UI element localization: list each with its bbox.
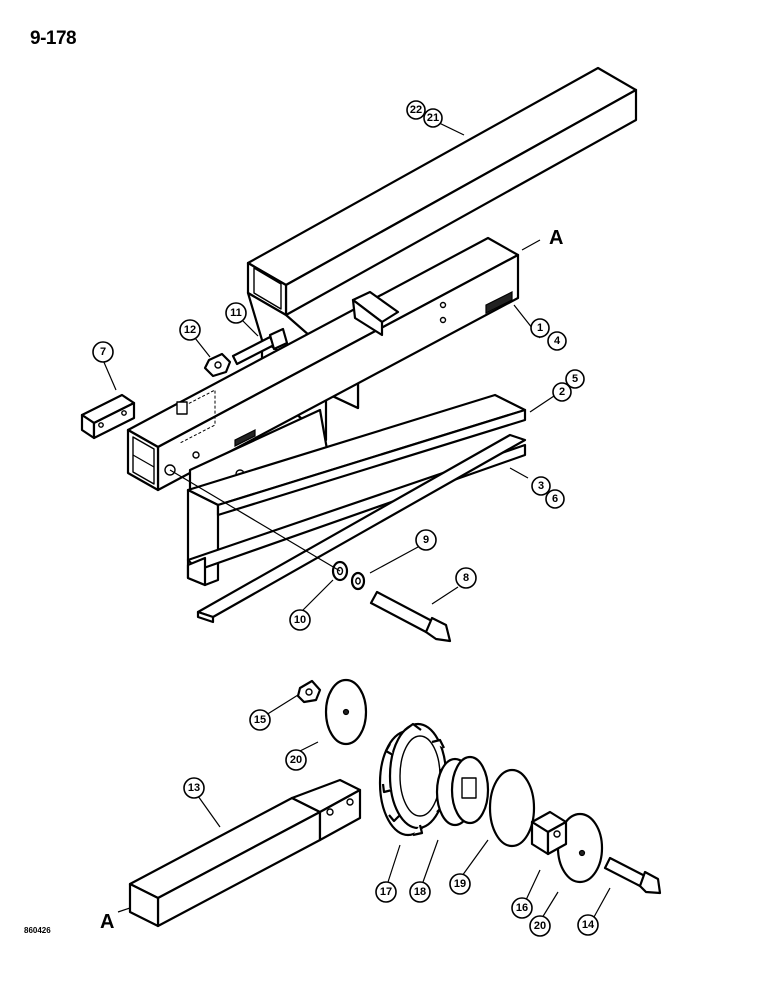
lock-washer <box>350 571 366 591</box>
svg-text:19: 19 <box>454 878 466 890</box>
callout-22: 22 <box>406 100 426 120</box>
callout-11: 11 <box>225 302 247 324</box>
svg-text:6: 6 <box>552 493 558 505</box>
svg-text:22: 22 <box>410 104 422 116</box>
main-frame-tube <box>126 236 520 517</box>
callout-19: 19 <box>449 873 471 895</box>
callout-5: 5 <box>565 369 585 389</box>
idler-nut <box>296 679 322 704</box>
square-spacer <box>530 810 568 856</box>
callout-1: 1 <box>530 318 550 338</box>
callout-20-lower: 20 <box>529 915 551 937</box>
disc-washer-lower <box>556 812 604 884</box>
reference-letter-upper: A <box>549 227 563 249</box>
svg-text:8: 8 <box>463 572 469 584</box>
page-number: 9-178 <box>30 28 77 49</box>
svg-text:16: 16 <box>516 902 528 914</box>
callout-8: 8 <box>455 567 477 589</box>
svg-text:15: 15 <box>254 714 266 726</box>
svg-text:7: 7 <box>100 346 106 358</box>
callout-6: 6 <box>545 489 565 509</box>
callout-10: 10 <box>289 609 311 631</box>
callout-14: 14 <box>577 914 599 936</box>
svg-text:20: 20 <box>534 920 546 932</box>
svg-text:1: 1 <box>537 322 543 334</box>
svg-text:3: 3 <box>538 480 544 492</box>
svg-text:11: 11 <box>230 307 242 319</box>
svg-text:2: 2 <box>559 386 565 398</box>
callout-4: 4 <box>547 331 567 351</box>
upper-nut <box>203 352 232 378</box>
callout-20-upper: 20 <box>285 749 307 771</box>
callout-9: 9 <box>415 529 437 551</box>
svg-text:13: 13 <box>188 782 200 794</box>
callout-3: 3 <box>531 476 551 496</box>
snap-ring <box>488 768 536 848</box>
reference-letter-lower: A <box>100 911 114 933</box>
callout-17: 17 <box>375 881 397 903</box>
callout-12: 12 <box>179 319 201 341</box>
svg-text:20: 20 <box>290 754 302 766</box>
lower-bolt <box>369 590 452 643</box>
svg-text:17: 17 <box>380 886 392 898</box>
idler-tube <box>128 778 362 928</box>
bearing-hub <box>435 755 490 827</box>
callout-7: 7 <box>92 341 114 363</box>
svg-text:18: 18 <box>414 886 426 898</box>
callout-2: 2 <box>552 382 572 402</box>
svg-text:5: 5 <box>572 373 578 385</box>
spacer-block <box>80 393 136 440</box>
callout-13: 13 <box>183 777 205 799</box>
drawing-code: 860426 <box>24 926 51 935</box>
svg-text:4: 4 <box>554 335 561 347</box>
idler-sprocket <box>378 722 450 837</box>
callout-16: 16 <box>511 897 533 919</box>
upper-bolt <box>231 327 289 366</box>
svg-text:10: 10 <box>294 614 306 626</box>
wear-strip <box>196 433 527 624</box>
idler-bolt <box>603 856 662 895</box>
svg-text:9: 9 <box>423 534 429 546</box>
callout-21: 21 <box>423 108 443 128</box>
callout-15: 15 <box>249 709 271 731</box>
svg-text:21: 21 <box>427 112 439 124</box>
svg-text:14: 14 <box>582 919 595 931</box>
disc-washer-upper <box>324 678 368 746</box>
callout-18: 18 <box>409 881 431 903</box>
svg-text:12: 12 <box>184 324 196 336</box>
